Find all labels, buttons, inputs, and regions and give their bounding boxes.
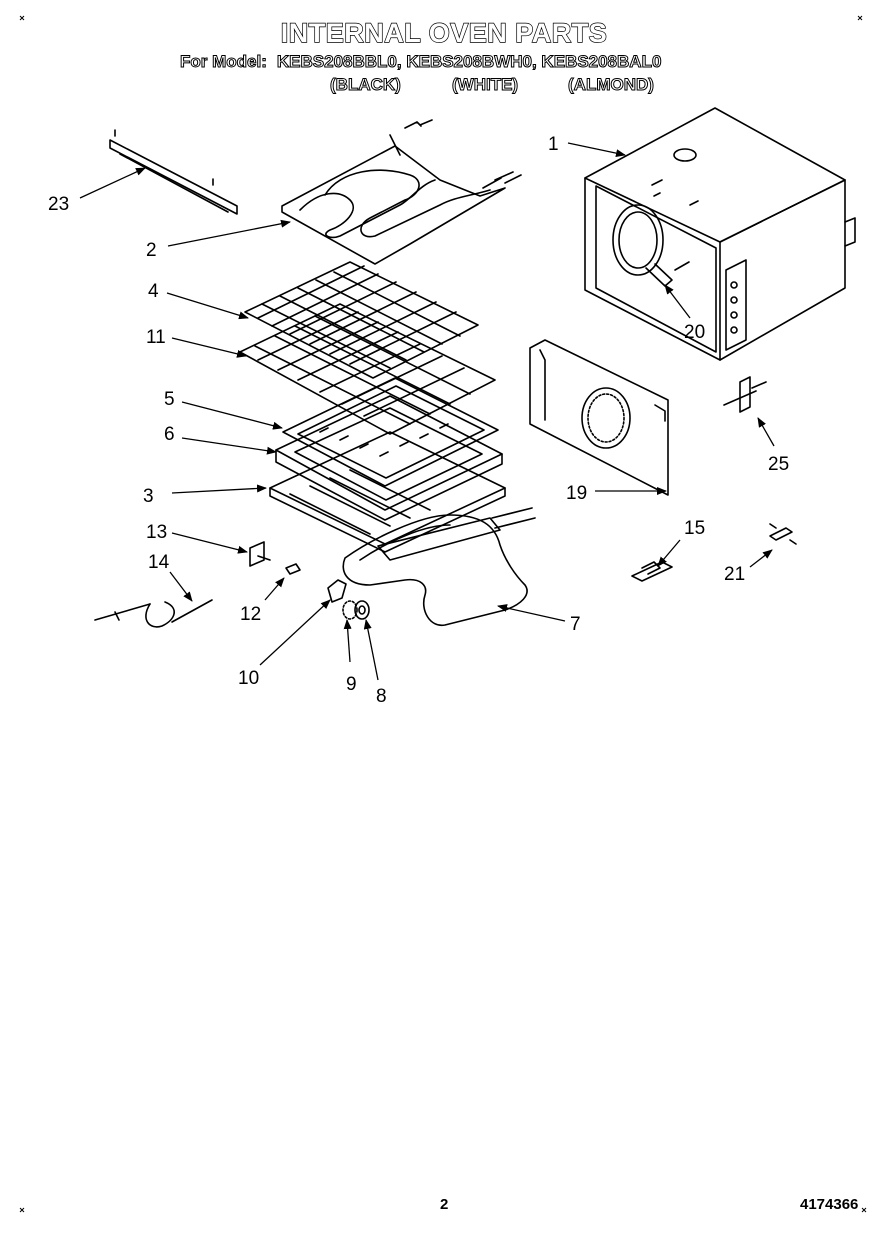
callout-1: 1 (548, 134, 559, 155)
model-lead-label: For Model: (180, 52, 268, 72)
socket-bracket-part (327, 579, 347, 603)
broil-pan-grid-part (282, 377, 499, 487)
callout-9: 9 (346, 674, 357, 695)
plug-part (285, 563, 301, 575)
oven-bottom-part (269, 431, 506, 553)
color-black: (BLACK) (330, 75, 402, 95)
callout-11: 11 (146, 327, 166, 348)
callout-15: 15 (684, 518, 705, 539)
oven-cavity-part (584, 107, 856, 361)
callout-13: 13 (146, 522, 167, 543)
broil-element-part (281, 119, 522, 265)
callout-23: 23 (48, 194, 69, 215)
callout-6: 6 (164, 424, 175, 445)
model-numbers: KEBS208BBL0, KEBS208BWH0, KEBS208BAL0 (276, 52, 662, 72)
registration-marks (19, 15, 867, 1213)
diagram-title: INTERNAL OVEN PARTS (280, 17, 608, 48)
callout-14: 14 (148, 552, 170, 573)
callout-20: 20 (684, 322, 705, 343)
color-white: (WHITE) (451, 75, 519, 95)
clip-part (769, 523, 797, 545)
callout-25: 25 (768, 454, 789, 475)
rack-rail-part (109, 129, 238, 215)
color-almond: (ALMOND) (568, 75, 655, 95)
leader-lines (79, 142, 775, 681)
broil-pan-part (275, 395, 503, 521)
callout-12: 12 (240, 604, 261, 625)
callout-2: 2 (146, 240, 157, 261)
callout-labels: 1 2 23 4 11 5 6 3 13 14 12 10 9 8 7 19 2… (48, 134, 789, 707)
callout-7: 7 (570, 614, 581, 635)
temperature-sensor-part (94, 599, 213, 628)
bracket-part (723, 376, 767, 413)
callout-10: 10 (238, 668, 259, 689)
callout-19: 19 (566, 483, 587, 504)
document-number: 4174366 (800, 1196, 859, 1213)
callout-3: 3 (143, 486, 154, 507)
callout-8: 8 (376, 686, 387, 707)
callout-21: 21 (724, 564, 745, 585)
rear-panel-part (529, 339, 669, 496)
oven-rack-part (244, 261, 479, 379)
callout-4: 4 (148, 281, 159, 302)
sensor-bracket-part (249, 541, 271, 567)
spacer-part (342, 600, 358, 620)
nut-part (354, 600, 370, 620)
oven-rack-2-part (239, 303, 496, 435)
model-list: For Model: KEBS208BBL0, KEBS208BWH0, KEBS… (180, 52, 662, 72)
latch-part (631, 561, 673, 582)
callout-5: 5 (164, 389, 175, 410)
bake-element-part (342, 507, 536, 626)
page-number: 2 (440, 1196, 449, 1213)
